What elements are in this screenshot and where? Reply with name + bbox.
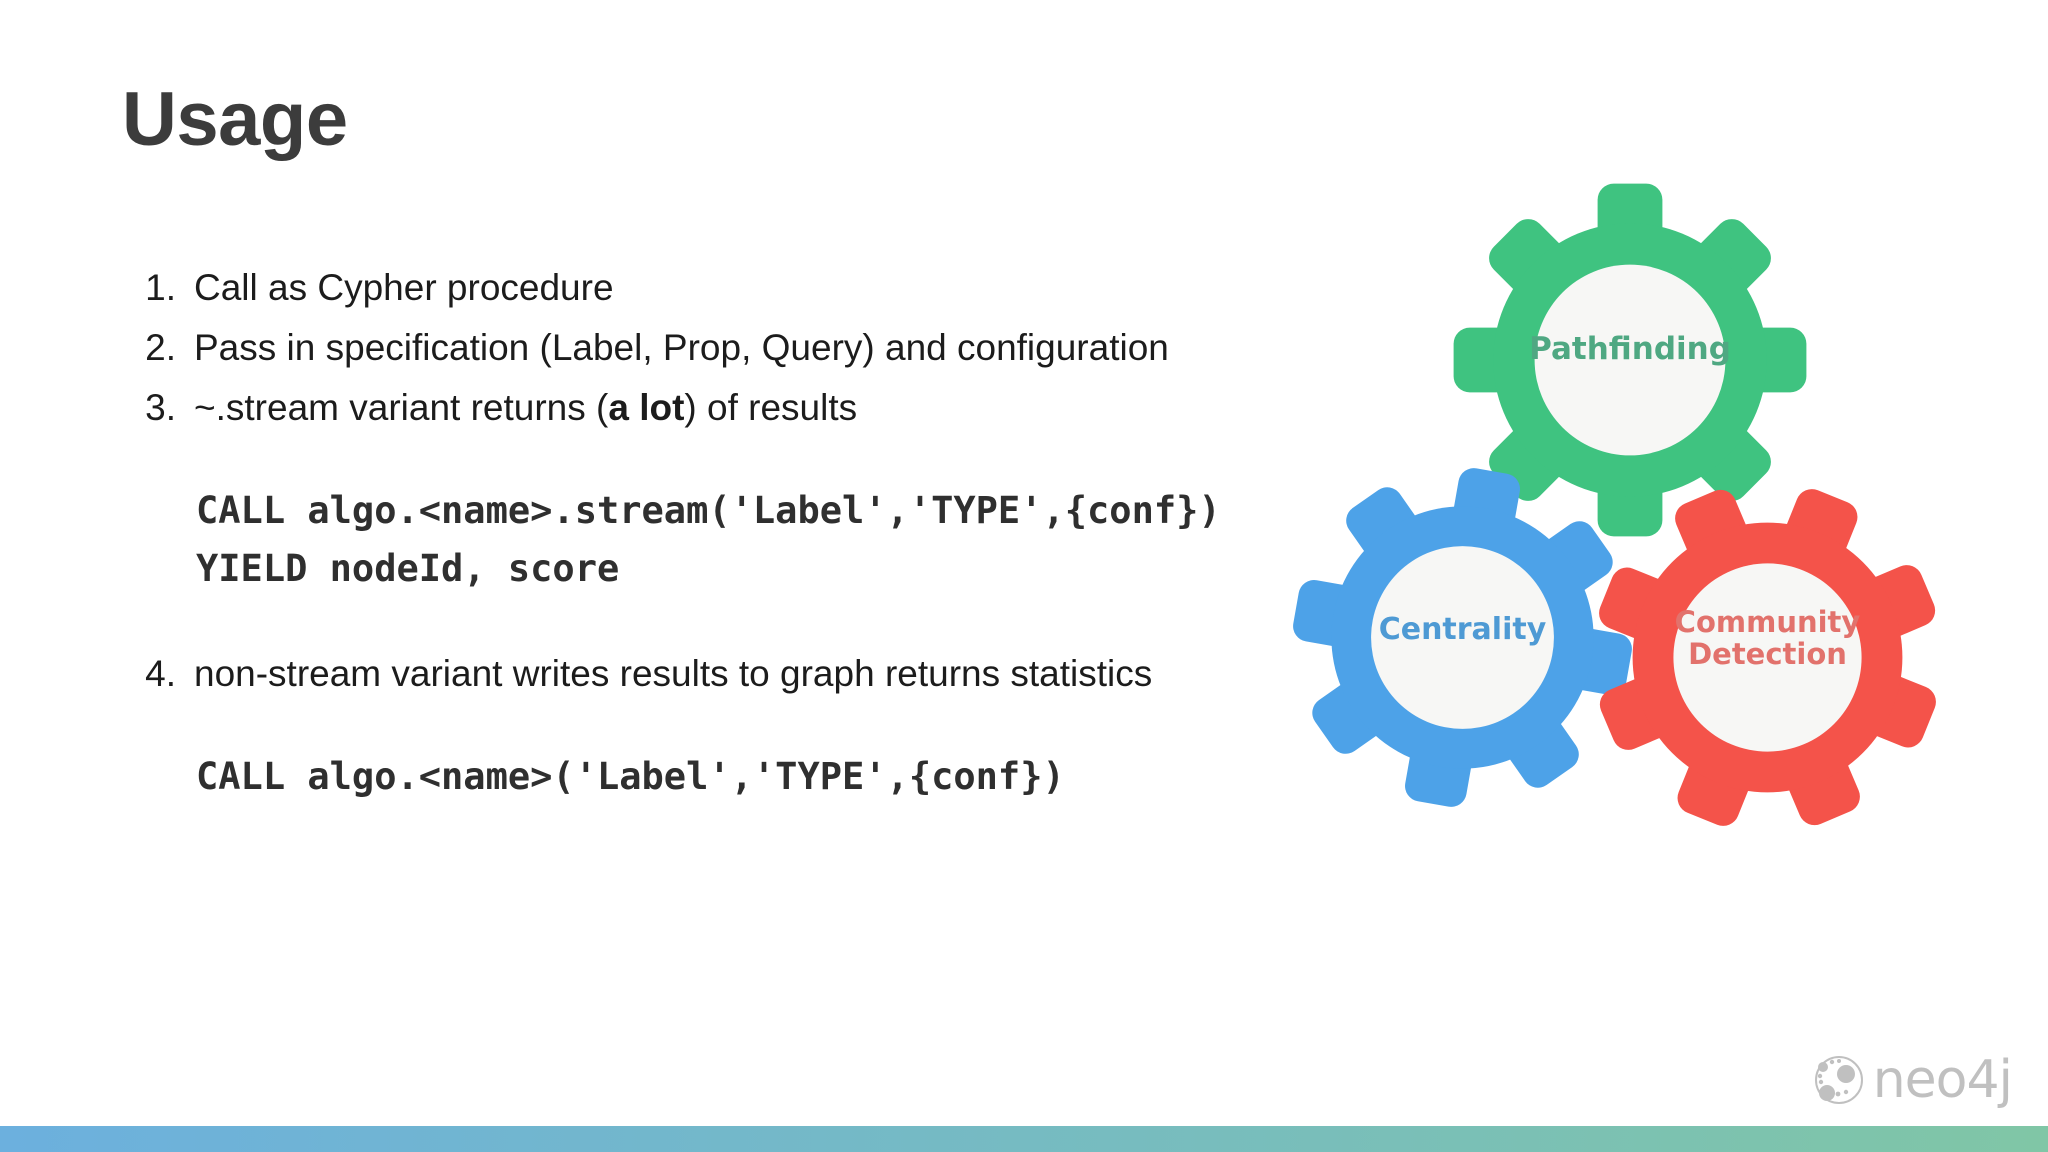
gear-teeth-icon	[1453, 183, 1807, 537]
list-item: 4. non-stream variant writes results to …	[140, 644, 1320, 704]
list-item-number: 2.	[145, 327, 176, 368]
footer-gradient-bar	[0, 1126, 2048, 1152]
slide-body: 1. Call as Cypher procedure 2. Pass in s…	[140, 258, 1320, 806]
neo4j-logo: neo4j	[1813, 1050, 2013, 1110]
neo4j-wordmark: neo4j	[1872, 1050, 2013, 1110]
list-item-number: 3.	[145, 387, 176, 428]
list-item-text-before: Call as Cypher procedure	[194, 267, 614, 308]
gear-teeth-icon	[1293, 468, 1632, 807]
list-item: 3. ~.stream variant returns (a lot) of r…	[140, 378, 1320, 438]
list-item-text: non-stream variant writes results to gra…	[194, 644, 1152, 704]
neo4j-mark-icon	[1814, 1056, 1863, 1104]
gear-teeth-icon	[1599, 489, 1936, 826]
list-item-text-before: Pass in specification (Label, Prop, Quer…	[194, 327, 1169, 368]
list-item-text-after: ) of results	[684, 387, 858, 428]
list-item-text: Pass in specification (Label, Prop, Quer…	[194, 318, 1169, 378]
list-item-text-before: ~.stream variant returns (	[194, 387, 609, 428]
gear-centrality: Centrality	[1290, 465, 1635, 810]
list-item-number: 4.	[145, 653, 176, 694]
list-item-number: 1.	[145, 267, 176, 308]
list-item: 2. Pass in specification (Label, Prop, Q…	[140, 318, 1320, 378]
list-item: 1. Call as Cypher procedure	[140, 258, 1320, 318]
list-item-text-before: non-stream variant writes results to gra…	[194, 653, 1153, 694]
list-item-text: Call as Cypher procedure	[194, 258, 614, 318]
gear-community-detection: Community Detection	[1590, 480, 1945, 835]
code-block-stream: CALL algo.<name>.stream('Label','TYPE',{…	[196, 489, 1221, 590]
code-block-write: CALL algo.<name>('Label','TYPE',{conf})	[196, 755, 1065, 798]
page-title: Usage	[122, 77, 348, 162]
gears-illustration: Pathfinding	[1260, 180, 2048, 880]
list-item-text: ~.stream variant returns (a lot) of resu…	[194, 378, 857, 438]
list-item-emphasis: a lot	[608, 387, 685, 428]
